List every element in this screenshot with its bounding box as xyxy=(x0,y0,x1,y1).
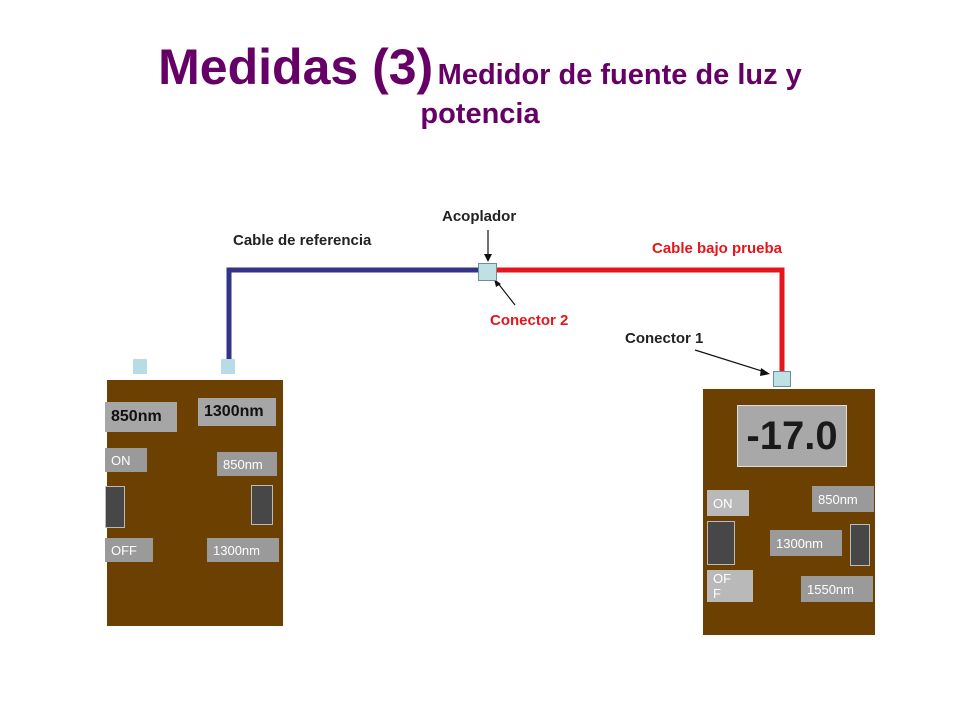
meter-850-label: 850nm xyxy=(812,486,874,512)
meter-off-line2: F xyxy=(713,586,721,601)
cable-referencia-label: Cable de referencia xyxy=(233,232,372,249)
acoplador-arrowhead xyxy=(484,254,492,262)
cable-prueba-label: Cable bajo prueba xyxy=(652,240,783,257)
source-850-selector-label: 850nm xyxy=(217,452,277,476)
source-off-label: OFF xyxy=(105,538,153,562)
conector1-arrow xyxy=(694,349,766,373)
meter-on-label: ON xyxy=(707,490,749,516)
meter-1300-label: 1300nm xyxy=(770,530,842,556)
source-on-label: ON xyxy=(105,448,147,472)
title-sub-line2: potencia xyxy=(420,98,540,130)
reference-cable xyxy=(226,267,480,360)
meter-wavelength-switch[interactable] xyxy=(850,524,870,566)
slide-title: Medidas (3) Medidor de fuente de luz y p… xyxy=(0,38,960,131)
source-1300-button[interactable]: 1300nm xyxy=(198,398,276,426)
title-sub: Medidor de fuente de luz y xyxy=(437,59,802,91)
source-wavelength-switch[interactable] xyxy=(251,485,273,525)
meter-off-line1: OF xyxy=(713,571,732,586)
source-port-1300 xyxy=(221,359,235,374)
coupler xyxy=(478,263,497,281)
meter-display: -17.0 xyxy=(737,405,847,467)
conector2-label: Conector 2 xyxy=(490,312,569,329)
title-main: Medidas (3) xyxy=(158,39,434,95)
source-850-button[interactable]: 850nm xyxy=(105,402,177,432)
source-port-850 xyxy=(133,359,147,374)
meter-1550-label: 1550nm xyxy=(801,576,873,602)
conector1-label: Conector 1 xyxy=(625,330,704,347)
source-power-switch[interactable] xyxy=(105,486,125,528)
conector1-arrowhead xyxy=(760,368,770,376)
meter-off-label: OF F xyxy=(707,570,753,602)
conector2-arrow xyxy=(496,281,516,306)
acoplador-label: Acoplador xyxy=(442,208,517,225)
conector2-arrowhead xyxy=(494,279,501,287)
meter-port xyxy=(773,371,791,387)
source-1300-selector-label: 1300nm xyxy=(207,538,279,562)
meter-power-switch[interactable] xyxy=(707,521,735,565)
test-cable xyxy=(496,267,785,372)
